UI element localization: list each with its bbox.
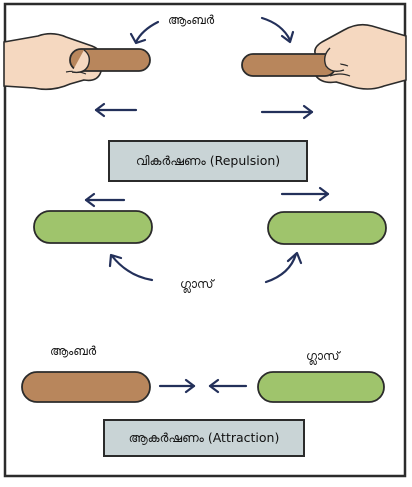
right-thumb: [323, 47, 345, 73]
amber-rod-top-right: [241, 53, 337, 77]
glass-label-bottom: ഗ്ലാസ്: [306, 349, 340, 363]
repulsion-label-box: വികർഷണം (Repulsion): [108, 140, 308, 182]
pointer-arrow-amber-right: [260, 16, 292, 42]
pointer-arrow-amber-left: [134, 20, 160, 44]
amber-label-bottom: ആംബർ: [50, 344, 97, 358]
pointer-arrow-glass-right: [264, 252, 298, 284]
arrowhead: [302, 104, 314, 120]
arrowhead: [129, 32, 147, 45]
arrowhead: [184, 378, 196, 394]
arrowhead: [84, 192, 96, 208]
glass-label-middle: ഗ്ലാസ്: [180, 277, 214, 291]
pointer-arrow-glass-left: [110, 254, 154, 282]
amber-rod-bottom: [21, 371, 151, 403]
amber-label-top: ആംബർ: [168, 13, 215, 27]
arrowhead: [208, 378, 220, 394]
glass-rod-middle-right: [267, 211, 387, 245]
arrowhead: [280, 30, 295, 44]
arrowhead: [94, 102, 106, 118]
left-thumb: [71, 49, 91, 74]
arrowhead: [108, 253, 123, 268]
glass-rod-middle-left: [33, 210, 153, 244]
arrowhead: [286, 251, 303, 265]
arrowhead: [318, 186, 330, 202]
attraction-label-box: ആകർഷണം (Attraction): [103, 419, 305, 457]
amber-rod-top-left: [69, 48, 151, 72]
diagram-border: [3, 2, 407, 478]
glass-rod-bottom: [257, 371, 385, 403]
